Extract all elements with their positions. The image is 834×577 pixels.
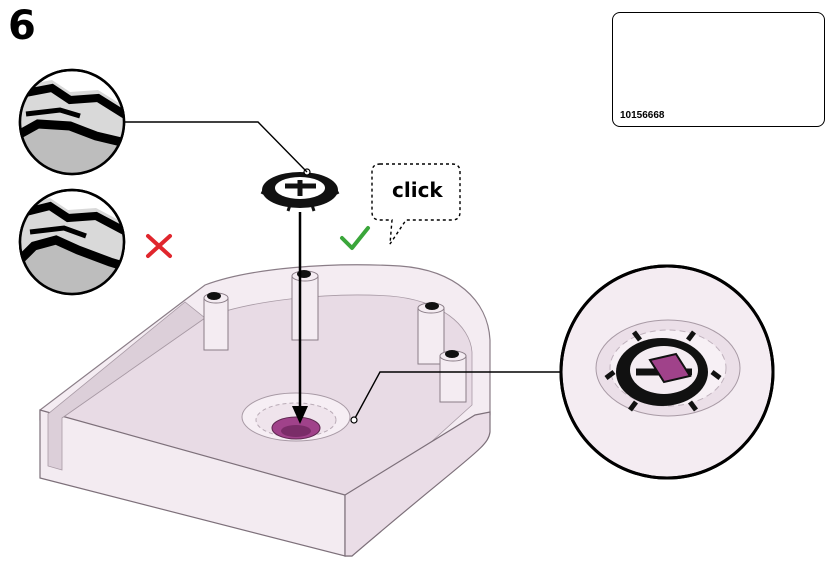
leader-line [353, 371, 562, 421]
leader-line [122, 121, 308, 173]
post [291, 270, 319, 341]
part-reference-box: 10156668 [612, 12, 825, 127]
click-label: click [392, 178, 443, 202]
detail-circle-wrong [18, 188, 126, 296]
insertion-arrow [292, 212, 308, 424]
zoom-circle [559, 264, 775, 480]
detail-circle-correct [18, 68, 126, 176]
gear-socket [241, 392, 351, 442]
post [203, 292, 229, 351]
step-number: 6 [8, 3, 36, 49]
tray-base [39, 264, 491, 557]
gear-part [260, 168, 340, 212]
click-bubble [371, 163, 461, 245]
cross-icon [146, 234, 172, 258]
post [417, 302, 445, 365]
check-icon [340, 226, 370, 250]
post [439, 350, 467, 403]
part-number: 10156668 [620, 110, 665, 121]
